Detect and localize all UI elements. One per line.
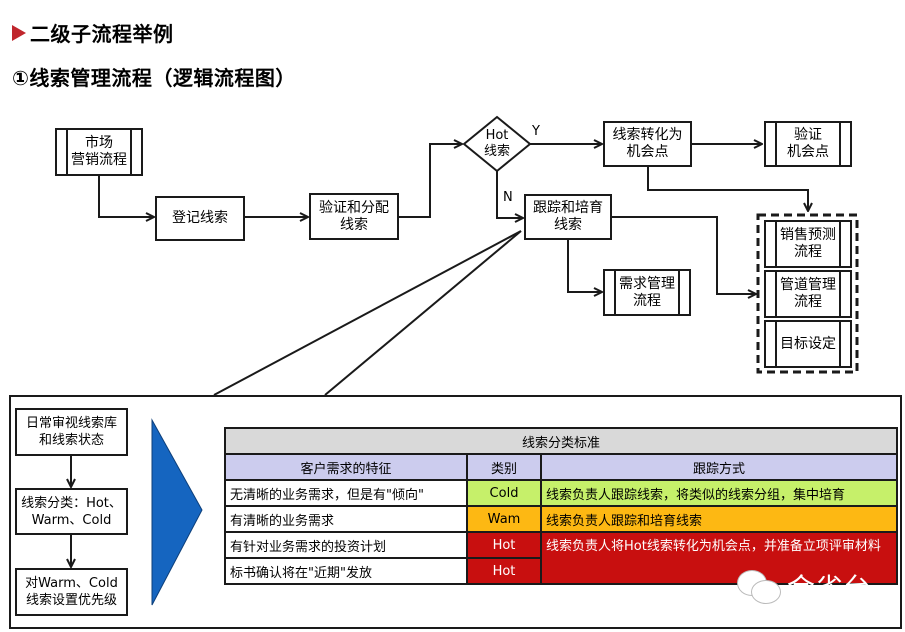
callout-line-right	[324, 230, 522, 396]
diagram-title: ①线索管理流程（逻辑流程图）	[12, 66, 296, 90]
feature-cell: 有清晰的业务需求	[224, 505, 468, 533]
edge-convert-group	[647, 167, 808, 211]
table-title: 线索分类标准	[224, 427, 898, 455]
yes-label: Y	[532, 124, 540, 139]
edge-market-register	[98, 176, 154, 217]
callout-line-left	[213, 230, 522, 396]
goal-setting-box[interactable]: 目标设定	[764, 320, 852, 368]
market-process-label: 市场 营销流程	[71, 135, 127, 168]
track-nurture-box[interactable]: 跟踪和培育 线索	[524, 194, 612, 240]
category-cell: Hot	[466, 557, 542, 585]
table-row: 有针对业务需求的投资计划 Hot 线索负责人将Hot线索转化为机会点，并准备立项…	[224, 531, 898, 585]
verify-opportunity-label: 验证 机会点	[787, 127, 829, 160]
convert-opportunity-box[interactable]: 线索转化为 机会点	[603, 121, 692, 167]
pipeline-mgmt-box[interactable]: 管道管理 流程	[764, 270, 852, 318]
edge-verify-decision	[399, 144, 462, 218]
feature-cell: 有针对业务需求的投资计划	[224, 531, 468, 559]
detail-panel	[9, 395, 902, 629]
demand-mgmt-label: 需求管理 流程	[619, 275, 675, 309]
category-cell: Cold	[466, 479, 542, 507]
step-prioritize-box[interactable]: 对Warm、Cold 线索设置优先级	[15, 568, 128, 616]
goal-setting-label: 目标设定	[780, 335, 836, 352]
pipeline-mgmt-label: 管道管理 流程	[780, 277, 836, 310]
step-classify-box[interactable]: 线索分类：Hot、 Warm、Cold	[15, 488, 128, 535]
decision-label: Hot 线索	[483, 128, 510, 159]
sales-forecast-label: 销售预测 流程	[780, 227, 836, 260]
verify-assign-box[interactable]: 验证和分配 线索	[309, 193, 399, 240]
step-review-box[interactable]: 日常审视线索库 和线索状态	[15, 408, 128, 456]
market-process-box[interactable]: 市场 营销流程	[55, 128, 143, 176]
category-cell: Hot	[466, 531, 542, 559]
feature-cell: 无清晰的业务需求，但是有"倾向"	[224, 479, 468, 507]
edge-track-demand	[567, 240, 602, 292]
table-row: 标书确认将在"近期"发放 Hot	[224, 557, 897, 585]
category-cell: Wam	[466, 505, 542, 533]
column-header: 跟踪方式	[540, 453, 898, 481]
feature-cell: 标书确认将在"近期"发放	[224, 557, 468, 585]
lead-criteria-table: 线索分类标准 客户需求的特征 类别 跟踪方式 无清晰的业务需求，但是有"倾向" …	[224, 427, 898, 585]
section-title: 二级子流程举例	[12, 18, 174, 47]
tracking-cell: 线索负责人跟踪线索，将类似的线索分组，集中培育	[540, 479, 898, 507]
table-row: 有清晰的业务需求 Wam 线索负责人跟踪和培育线索	[224, 505, 898, 533]
section-title-text: 二级子流程举例	[30, 22, 174, 46]
wechat-icon	[737, 570, 781, 604]
arrow-bullet-icon	[12, 24, 26, 41]
demand-mgmt-box[interactable]: 需求管理 流程	[603, 269, 691, 316]
column-header: 类别	[466, 453, 542, 481]
no-label: N	[503, 190, 513, 205]
verify-opportunity-box[interactable]: 验证 机会点	[764, 121, 852, 167]
column-header: 客户需求的特征	[224, 453, 468, 481]
table-header-row: 客户需求的特征 类别 跟踪方式	[224, 453, 898, 481]
sales-forecast-box[interactable]: 销售预测 流程	[764, 220, 852, 268]
watermark-text: 金雀台	[787, 572, 872, 605]
table-row: 无清晰的业务需求，但是有"倾向" Cold 线索负责人跟踪线索，将类似的线索分组…	[224, 479, 898, 507]
register-leads-box[interactable]: 登记线索	[155, 196, 245, 241]
watermark: 金雀台	[737, 567, 871, 607]
tracking-cell: 线索负责人跟踪和培育线索	[540, 505, 898, 533]
tracking-cell: 线索负责人将Hot线索转化为机会点，并准备立项评审材料	[540, 531, 898, 585]
